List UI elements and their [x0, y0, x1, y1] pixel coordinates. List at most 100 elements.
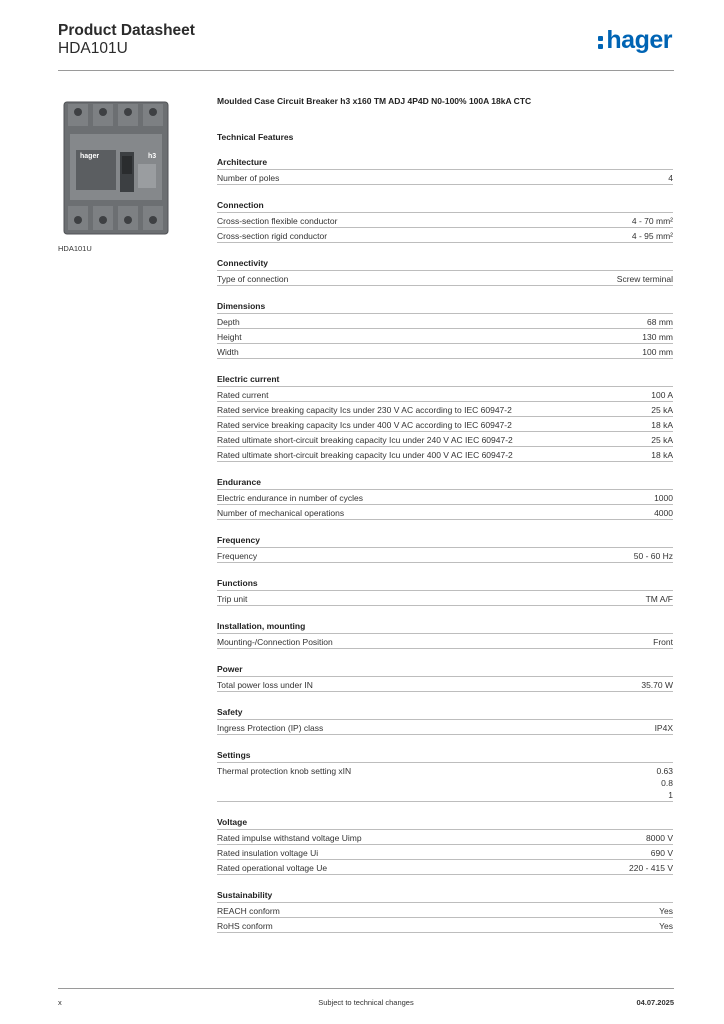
section-title: Dimensions: [217, 300, 673, 314]
table-row: Cross-section rigid conductor 4 - 95 mm²: [217, 228, 673, 243]
row-label: Rated service breaking capacity Ics unde…: [217, 404, 512, 415]
row-label: Mounting-/Connection Position: [217, 636, 333, 647]
row-label: RoHS conform: [217, 920, 273, 931]
document-subtitle: HDA101U: [58, 40, 128, 57]
row-value: 25 kA: [651, 404, 673, 415]
row-label: Total power loss under IN: [217, 679, 313, 690]
row-value: Screw terminal: [616, 273, 673, 284]
row-label: Rated ultimate short-circuit breaking ca…: [217, 434, 513, 445]
image-caption: HDA101U: [58, 244, 92, 253]
section-title: Sustainability: [217, 889, 673, 903]
table-row: Trip unit TM A/F: [217, 591, 673, 606]
table-row: Mounting-/Connection Position Front: [217, 634, 673, 649]
row-value: 4 - 95 mm²: [631, 230, 673, 241]
row-label: Rated operational voltage Ue: [217, 862, 328, 873]
row-value: 4: [668, 172, 673, 183]
hager-logo: hager: [598, 26, 672, 54]
section-title: Endurance: [217, 476, 673, 490]
row-label: Depth: [217, 316, 240, 327]
row-value: 50 - 60 Hz: [633, 550, 673, 561]
section-title: Power: [217, 663, 673, 677]
row-value: 35.70 W: [641, 679, 673, 690]
row-label: Rated impulse withstand voltage Uimp: [217, 832, 362, 843]
table-row: Rated ultimate short-circuit breaking ca…: [217, 447, 673, 462]
row-label: Cross-section rigid conductor: [217, 230, 328, 241]
row-label: REACH conform: [217, 905, 280, 916]
table-row: Width 100 mm: [217, 344, 673, 359]
row-label: Ingress Protection (IP) class: [217, 722, 324, 733]
section-title: Electric current: [217, 373, 673, 387]
row-value: 4000: [654, 507, 673, 518]
row-value: 18 kA: [651, 419, 673, 430]
row-value: IP4X: [654, 722, 673, 733]
row-value: 100 A: [651, 389, 673, 400]
row-value: Front: [653, 636, 673, 647]
table-row: Rated operational voltage Ue 220 - 415 V: [217, 860, 673, 875]
table-row: Number of mechanical operations 4000: [217, 505, 673, 520]
row-value: 18 kA: [651, 449, 673, 460]
row-label: Frequency: [217, 550, 258, 561]
row-label: Height: [217, 331, 242, 342]
table-row: Rated insulation voltage Ui 690 V: [217, 845, 673, 860]
product-image: hager h3: [58, 94, 176, 242]
row-value: 130 mm: [642, 331, 673, 342]
row-value: TM A/F: [645, 593, 673, 604]
row-value: 4 - 70 mm²: [631, 215, 673, 226]
row-label: Rated insulation voltage Ui: [217, 847, 319, 858]
row-label: Number of mechanical operations: [217, 507, 345, 518]
footer-page-marker: x: [58, 998, 62, 1007]
row-label: Rated current: [217, 389, 269, 400]
table-row: Frequency 50 - 60 Hz: [217, 548, 673, 563]
row-label: Rated ultimate short-circuit breaking ca…: [217, 449, 513, 460]
row-label: Type of connection: [217, 273, 289, 284]
page-header: Product Datasheet HDA101U hager: [58, 22, 674, 68]
header-divider: [58, 70, 674, 71]
row-label: Trip unit: [217, 593, 248, 604]
row-label: Width: [217, 346, 239, 357]
table-row: Type of connection Screw terminal: [217, 271, 673, 286]
table-row: Thermal protection knob setting xIN 0.63 …: [217, 763, 673, 802]
technical-features-title: Technical Features: [217, 132, 294, 142]
row-label: Thermal protection knob setting xIN: [217, 765, 352, 776]
section-title: Frequency: [217, 534, 673, 548]
section-title: Connectivity: [217, 257, 673, 271]
section-title: Architecture: [217, 156, 673, 170]
table-row: Rated current 100 A: [217, 387, 673, 402]
table-row: Total power loss under IN 35.70 W: [217, 677, 673, 692]
row-value: 690 V: [650, 847, 673, 858]
row-label: Rated service breaking capacity Ics unde…: [217, 419, 512, 430]
table-row: Rated service breaking capacity Ics unde…: [217, 417, 673, 432]
document-title: Product Datasheet: [58, 22, 195, 39]
row-label: Number of poles: [217, 172, 280, 183]
row-value: 68 mm: [647, 316, 673, 327]
row-value: 100 mm: [642, 346, 673, 357]
footer-divider: [58, 988, 674, 989]
row-value: 25 kA: [651, 434, 673, 445]
table-row: Depth 68 mm: [217, 314, 673, 329]
logo-colon-icon: [598, 32, 604, 50]
section-title: Connection: [217, 199, 673, 213]
table-row: Ingress Protection (IP) class IP4X: [217, 720, 673, 735]
table-row: Rated service breaking capacity Ics unde…: [217, 402, 673, 417]
footer-date: 04.07.2025: [636, 998, 674, 1007]
row-label: Electric endurance in number of cycles: [217, 492, 363, 503]
row-value: 0.63 0.8 1: [656, 765, 673, 800]
image-label-brand: hager: [80, 153, 99, 160]
row-value: 220 - 415 V: [629, 862, 673, 873]
